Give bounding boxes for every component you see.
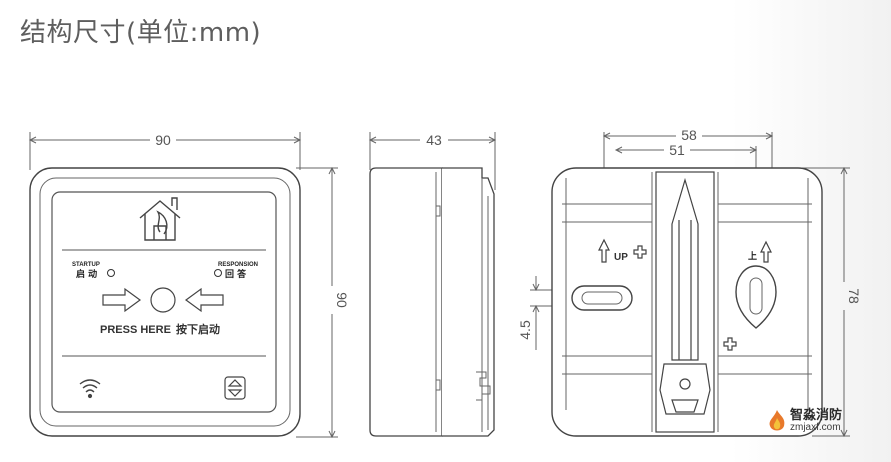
left-mount-slot-inner — [581, 291, 623, 305]
up-cn-label: 上 — [748, 250, 757, 262]
watermark-name: 智淼消防 — [790, 408, 843, 423]
response-en-label: RESPONSION — [218, 262, 258, 268]
house-fire-icon — [139, 197, 181, 241]
right-mount-keyhole — [735, 265, 777, 329]
page-title: 结构尺寸(单位:mm) — [20, 18, 262, 48]
front-width-dimension — [28, 132, 302, 170]
side-depth-dimension — [368, 132, 497, 190]
startup-en-label: STARTUP — [72, 262, 100, 268]
back-rails — [562, 172, 812, 432]
back-center-channel — [655, 171, 715, 433]
flame-logo-icon — [769, 410, 785, 431]
startup-indicator-icon — [107, 269, 115, 277]
back-height-dimension — [800, 166, 850, 438]
front-height-label: 90 — [334, 292, 350, 308]
front-width-label: 90 — [155, 132, 171, 148]
wifi-icon — [79, 379, 101, 399]
up-label: UP — [614, 252, 628, 263]
back-view: 58 51 78 4.5 — [517, 127, 862, 438]
up-arrow-icon — [598, 238, 772, 263]
key-tool-icon — [659, 177, 711, 415]
front-view: 90 90 STARTUP 启 动 RESPONSION — [28, 132, 350, 439]
front-height-dimension — [296, 166, 338, 439]
arrow-right-icon — [102, 287, 142, 313]
front-outer-body — [29, 167, 301, 437]
press-here-label: PRESS HERE — [100, 324, 171, 336]
cross-mark-icon — [633, 245, 737, 351]
side-depth-label: 43 — [426, 132, 442, 148]
up-down-icon — [224, 376, 246, 400]
press-button[interactable] — [150, 287, 176, 313]
press-cn-label: 按下启动 — [176, 322, 220, 336]
back-height-label: 78 — [846, 288, 862, 304]
response-indicator-icon — [214, 269, 222, 277]
response-cn-label: 回 答 — [225, 268, 247, 280]
watermark: 智淼消防 zmjaxf.com — [766, 404, 886, 440]
back-outer-label: 58 — [681, 127, 697, 143]
side-details — [435, 172, 491, 432]
back-inner-label: 51 — [669, 142, 685, 158]
side-body — [369, 167, 495, 437]
front-panel — [51, 191, 277, 413]
front-bezel — [39, 177, 291, 427]
left-mount-slot — [571, 285, 633, 311]
arrow-left-icon — [184, 287, 224, 313]
watermark-url: zmjaxf.com — [790, 422, 841, 433]
right-mount-keyhole-inner — [749, 277, 763, 315]
side-view: 43 — [368, 132, 497, 437]
startup-cn-label: 启 动 — [76, 268, 97, 280]
back-slot-label: 4.5 — [517, 320, 533, 340]
